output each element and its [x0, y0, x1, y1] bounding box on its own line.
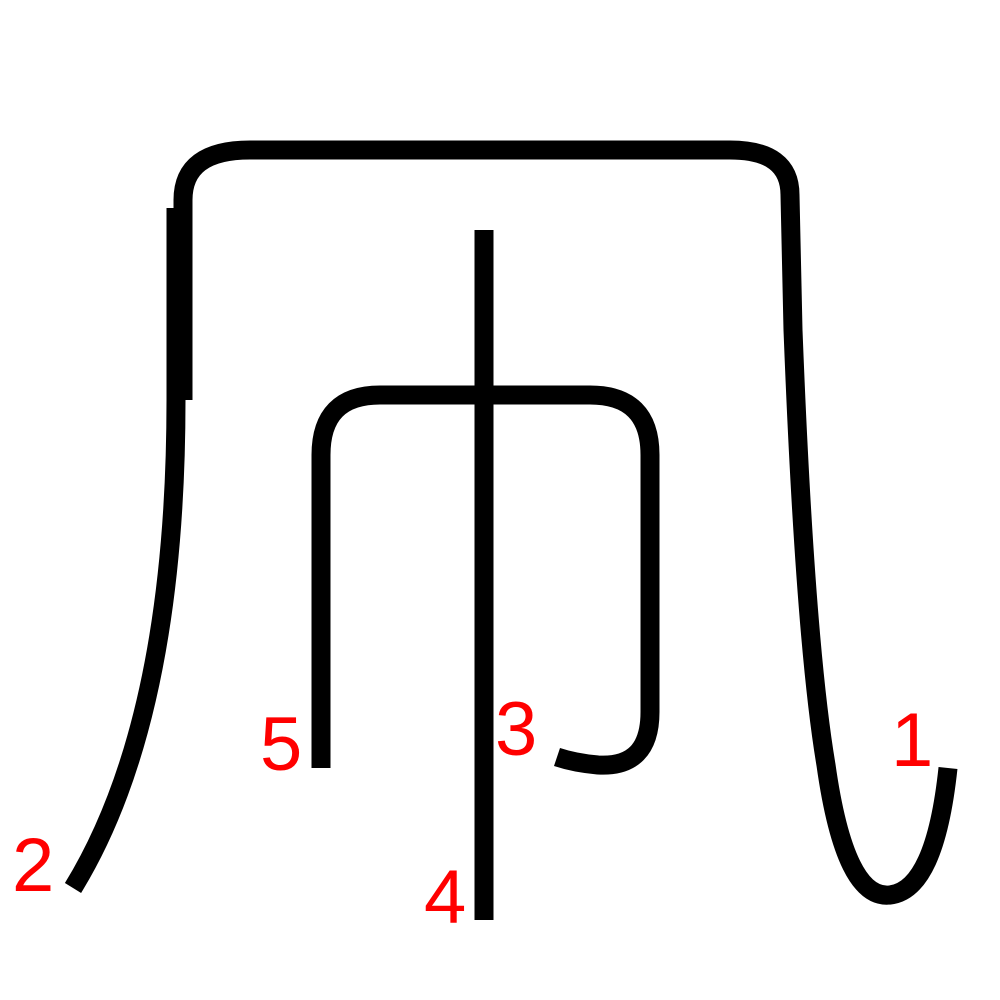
stroke-2-path — [64, 208, 186, 893]
stroke-label-4: 4 — [424, 855, 466, 940]
stroke-3-path — [311, 385, 660, 775]
stroke-label-1: 1 — [891, 698, 933, 783]
stroke-1-path — [173, 140, 958, 905]
stroke-label-3: 3 — [495, 687, 537, 772]
stroke-label-5: 5 — [260, 702, 302, 787]
stroke-label-2: 2 — [12, 823, 54, 908]
